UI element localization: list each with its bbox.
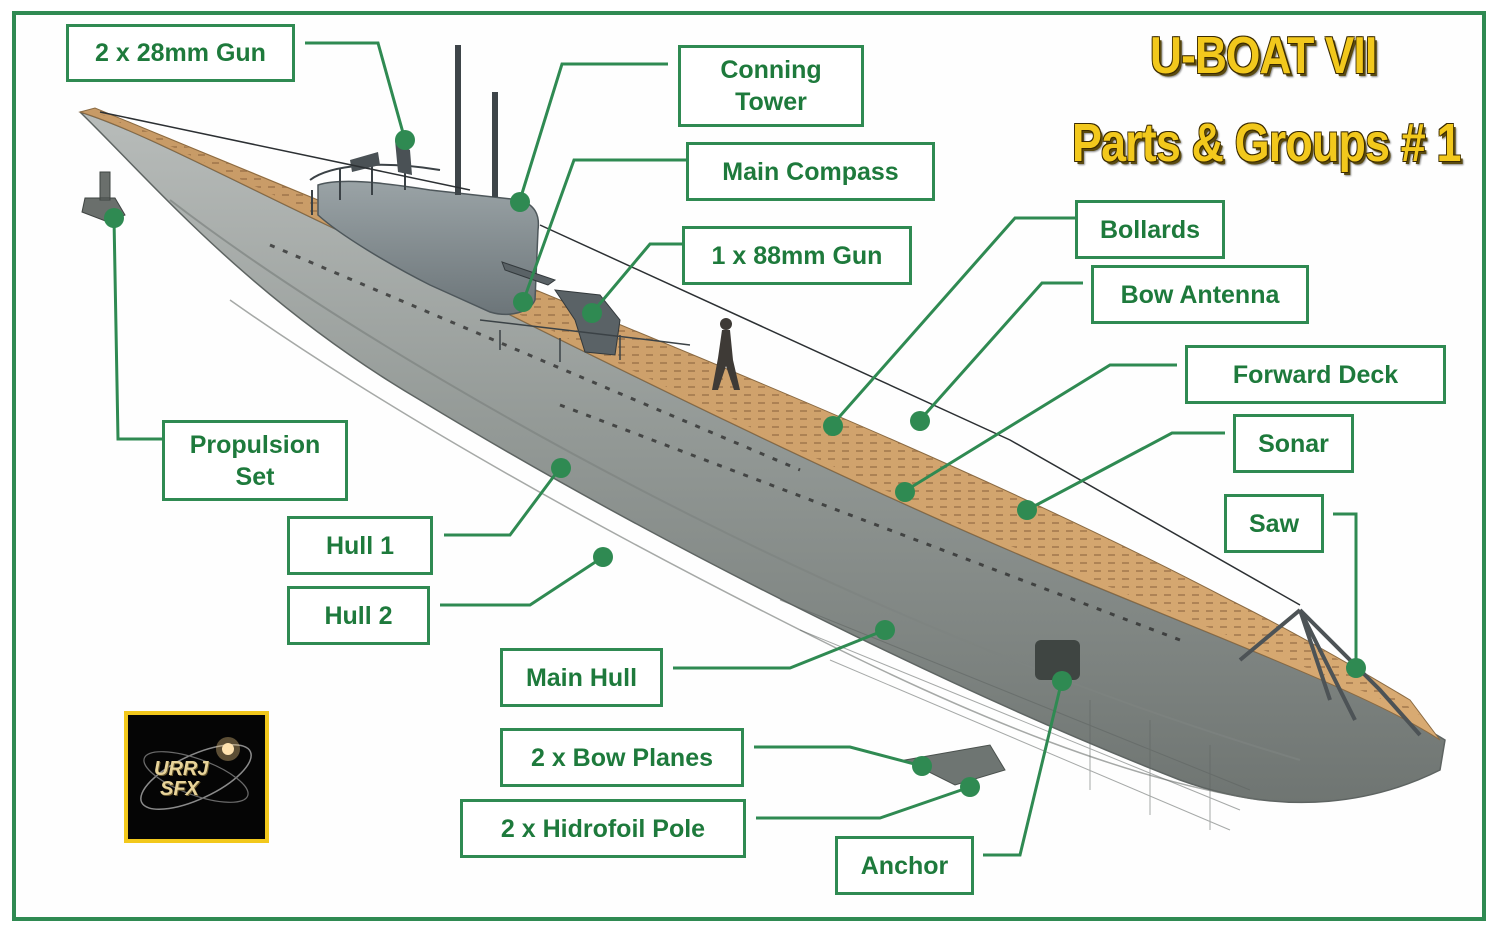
dot-propulsion [104, 208, 124, 228]
crew-figure [712, 330, 740, 390]
dot-hull-2 [593, 547, 613, 567]
label-hull-1: Hull 1 [287, 516, 433, 575]
dot-forward-deck [895, 482, 915, 502]
label-88mm-gun: 1 x 88mm Gun [682, 226, 912, 285]
tower-guns [350, 140, 412, 175]
hull-belt-line [169, 199, 1301, 761]
dot-bollards [823, 416, 843, 436]
title-line-1: U-BOAT VII [1150, 27, 1377, 85]
label-forward-deck: Forward Deck [1185, 345, 1446, 404]
logo-inner: URRJ SFX [128, 715, 265, 839]
leader-sonar [1026, 431, 1225, 512]
label-hidrofoil-pole: 2 x Hidrofoil Pole [460, 799, 746, 858]
dot-saw [1346, 658, 1366, 678]
periscope-2 [492, 92, 498, 197]
label-anchor: Anchor [835, 836, 974, 895]
title-line-2: Parts & Groups # 1 [1072, 113, 1461, 173]
main-hull-panels [779, 599, 1251, 831]
leader-hull-2 [440, 555, 604, 607]
bow-plane-fin [903, 744, 1006, 786]
leader-main-compass [521, 158, 686, 303]
dot-28mm-gun [395, 130, 415, 150]
jumping-wire [99, 111, 1301, 606]
label-main-compass: Main Compass [686, 142, 935, 201]
hull-lower-line [229, 299, 1261, 801]
bow-saw-structure [1238, 608, 1422, 737]
label-bow-antenna: Bow Antenna [1091, 265, 1309, 324]
label-hull-2: Hull 2 [287, 586, 430, 645]
logo-orbit-icon [140, 737, 252, 811]
dot-hull-1 [551, 458, 571, 478]
logo-text-line-2: SFX [160, 778, 199, 800]
leader-bollards [831, 216, 1075, 425]
leader-forward-deck [904, 363, 1177, 493]
leader-anchor [983, 679, 1064, 857]
anchor-recess [1035, 640, 1080, 680]
periscope-1 [455, 45, 461, 195]
conning-tower-shape [317, 180, 540, 316]
crew-head [720, 318, 732, 330]
label-saw: Saw [1224, 494, 1324, 553]
dot-bow-antenna [910, 411, 930, 431]
dot-main-hull [875, 620, 895, 640]
dot-hidrofoil [960, 777, 980, 797]
label-bow-planes: 2 x Bow Planes [500, 728, 744, 787]
leader-saw [1333, 512, 1358, 668]
marker-dots [104, 130, 1366, 797]
dot-anchor [1052, 671, 1072, 691]
dot-sonar [1017, 500, 1037, 520]
dot-bow-planes [912, 756, 932, 776]
deck-gun-88mm [501, 261, 621, 356]
logo-text-line-1: URRJ [154, 758, 209, 780]
leader-88mm-gun [590, 242, 682, 314]
dot-conning-tower [510, 192, 530, 212]
leader-propulsion [112, 217, 162, 441]
leader-lines [112, 41, 1358, 857]
deck-vent-row [269, 243, 1181, 642]
label-bollards: Bollards [1075, 200, 1225, 259]
leader-bow-planes [754, 745, 923, 768]
leader-hidrofoil [756, 785, 971, 820]
logo-text: URRJ SFX [154, 759, 208, 799]
leader-bow-antenna [918, 281, 1083, 421]
leader-main-hull [673, 628, 886, 670]
leader-28mm-gun [305, 41, 407, 141]
label-28mm-gun: 2 x 28mm Gun [66, 24, 295, 82]
label-sonar: Sonar [1233, 414, 1354, 473]
label-main-hull: Main Hull [500, 648, 663, 707]
leader-hull-1 [444, 467, 562, 537]
logo: URRJ SFX [124, 711, 269, 843]
leader-conning-tower [518, 62, 668, 201]
dot-main-compass [513, 292, 533, 312]
dot-88mm-gun [582, 303, 602, 323]
gun-railing [479, 319, 691, 362]
